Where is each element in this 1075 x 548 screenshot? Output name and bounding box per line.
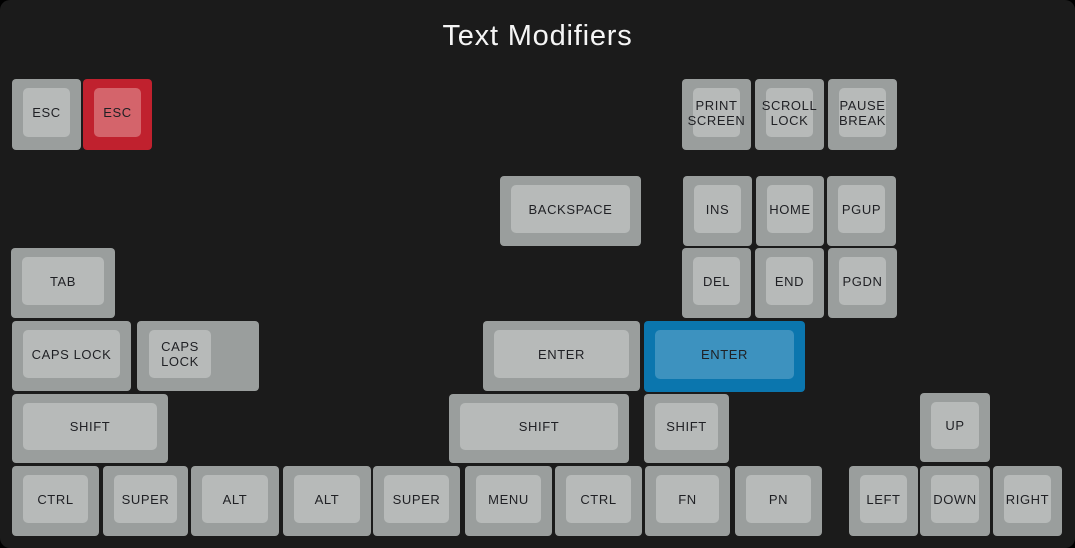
keycap-top-surface: SHIFT (460, 403, 618, 450)
keycap-top-surface: LEFT (860, 475, 907, 523)
key-down[interactable]: DOWN (920, 466, 990, 536)
key-shift[interactable]: SHIFT (12, 394, 168, 463)
page-title: Text Modifiers (442, 20, 633, 52)
keycap-top-surface: SUPER (114, 475, 177, 523)
key-super[interactable]: SUPER (373, 466, 460, 536)
keycap-top-surface: PGUP (838, 185, 885, 233)
key-menu[interactable]: MENU (465, 466, 552, 536)
keycap-top-surface: PGDN (839, 257, 886, 305)
key-print-screen[interactable]: PRINT SCREEN (682, 79, 751, 150)
key-ctrl[interactable]: CTRL (12, 466, 99, 536)
keycap-top-surface: PRINT SCREEN (688, 88, 745, 137)
keycap-top-surface: DOWN (931, 475, 979, 523)
key-esc[interactable]: ESC (12, 79, 81, 150)
key-shift[interactable]: SHIFT (644, 394, 729, 463)
keycap-top-surface: CTRL (23, 475, 88, 523)
key-esc-red[interactable]: ESC (83, 79, 152, 150)
keycap-top-surface: END (766, 257, 813, 305)
key-right[interactable]: RIGHT (993, 466, 1062, 536)
keycap-top-surface: SHIFT (655, 403, 718, 450)
keycap-top-surface: SUPER (384, 475, 449, 523)
key-caps-lock[interactable]: CAPS LOCK (12, 321, 131, 391)
keycap-top-surface: CAPS LOCK (23, 330, 120, 378)
key-enter-blue[interactable]: ENTER (644, 321, 805, 392)
key-up[interactable]: UP (920, 393, 990, 462)
key-backspace[interactable]: BACKSPACE (500, 176, 641, 246)
key-alt[interactable]: ALT (191, 466, 279, 536)
key-fn[interactable]: FN (645, 466, 730, 536)
key-pgup[interactable]: PGUP (827, 176, 896, 246)
keycap-top-surface: ENTER (494, 330, 629, 378)
key-home[interactable]: HOME (756, 176, 824, 246)
keycap-top-surface: ALT (294, 475, 360, 523)
keycap-top-surface: ESC (23, 88, 70, 137)
key-left[interactable]: LEFT (849, 466, 918, 536)
key-alt[interactable]: ALT (283, 466, 371, 536)
key-enter[interactable]: ENTER (483, 321, 640, 391)
key-del[interactable]: DEL (682, 248, 751, 318)
key-ctrl[interactable]: CTRL (555, 466, 642, 536)
keycap-top-surface: CAPS LOCK (149, 330, 211, 378)
key-super[interactable]: SUPER (103, 466, 188, 536)
keycap-top-surface: ESC (94, 88, 141, 137)
keycap-top-surface: FN (656, 475, 719, 523)
key-tab[interactable]: TAB (11, 248, 115, 318)
keycap-top-surface: SCROLL LOCK (762, 88, 817, 137)
keycap-top-surface: ALT (202, 475, 268, 523)
key-pn[interactable]: PN (735, 466, 822, 536)
key-scroll-lock[interactable]: SCROLL LOCK (755, 79, 824, 150)
keycap-top-surface: DEL (693, 257, 740, 305)
key-caps-lock-stepped[interactable]: CAPS LOCK (137, 321, 259, 391)
keycap-top-surface: SHIFT (23, 403, 157, 450)
keycap-top-surface: TAB (22, 257, 104, 305)
keycap-top-surface: HOME (767, 185, 813, 233)
key-shift[interactable]: SHIFT (449, 394, 629, 463)
keycap-top-surface: RIGHT (1004, 475, 1051, 523)
key-pgdn[interactable]: PGDN (828, 248, 897, 318)
keycap-top-surface: UP (931, 402, 979, 449)
keycap-top-surface: ENTER (655, 330, 794, 379)
key-pause-break[interactable]: PAUSE BREAK (828, 79, 897, 150)
key-ins[interactable]: INS (683, 176, 752, 246)
keycap-top-surface: INS (694, 185, 741, 233)
keycap-top-surface: PAUSE BREAK (839, 88, 886, 137)
keycap-top-surface: CTRL (566, 475, 631, 523)
keycap-top-surface: BACKSPACE (511, 185, 630, 233)
keycap-top-surface: MENU (476, 475, 541, 523)
key-end[interactable]: END (755, 248, 824, 318)
keycap-top-surface: PN (746, 475, 811, 523)
